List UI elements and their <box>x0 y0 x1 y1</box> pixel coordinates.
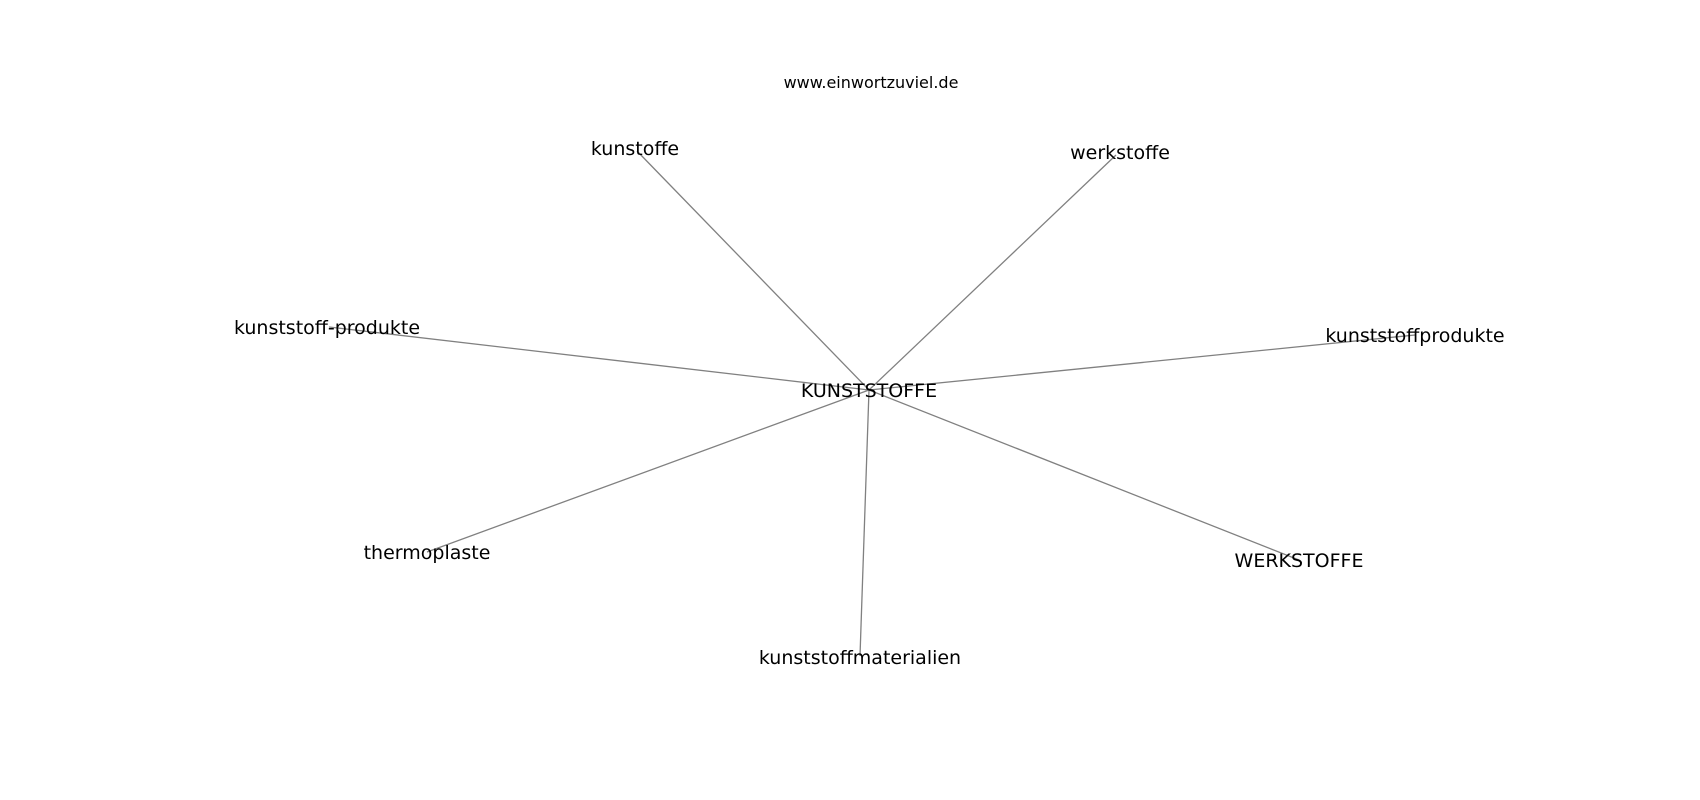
edge-kunstoffe <box>636 150 870 391</box>
edges <box>328 150 1416 657</box>
node-kunststoffprodukte: kunststoffprodukte <box>1325 325 1504 347</box>
site-url-label: www.einwortzuviel.de <box>784 73 959 92</box>
node-kunststoff-produkte: kunststoff-produkte <box>234 317 420 339</box>
edge-thermoplaste <box>426 389 870 553</box>
edge-werkstoffe-upper <box>868 389 1300 561</box>
nodes: KUNSTSTOFFE kunstoffe werkstoffe kunstst… <box>234 138 1505 669</box>
node-kunstoffe: kunstoffe <box>591 138 679 160</box>
node-kunststoffmaterialien: kunststoffmaterialien <box>759 647 961 669</box>
edge-kunststoffmaterialien <box>859 389 870 657</box>
edge-kunststoffprodukte <box>868 334 1416 391</box>
node-werkstoffe: werkstoffe <box>1070 142 1170 164</box>
edge-kunststoff-produkte <box>328 326 870 391</box>
node-thermoplaste: thermoplaste <box>364 542 491 564</box>
edge-werkstoffe <box>868 154 1117 391</box>
node-werkstoffe-upper: WERKSTOFFE <box>1235 550 1364 572</box>
node-center-kunststoffe: KUNSTSTOFFE <box>801 380 937 402</box>
